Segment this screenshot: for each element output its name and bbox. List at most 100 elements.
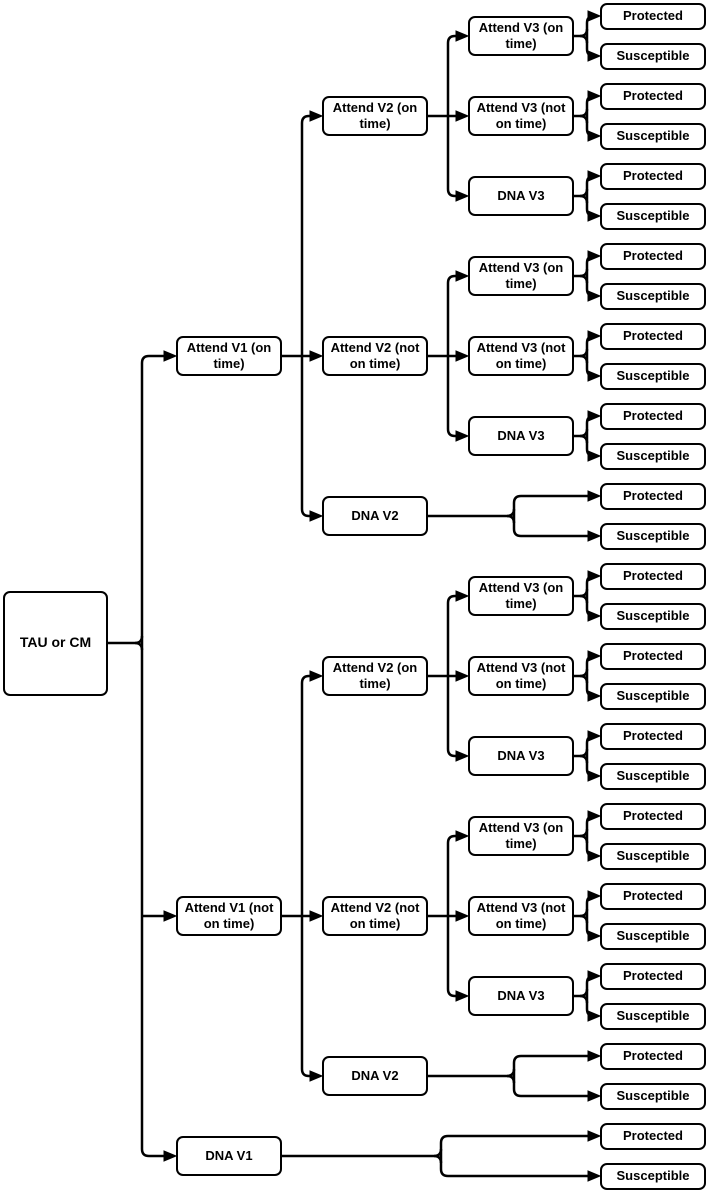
arrowhead-icon	[587, 530, 602, 542]
connector-line	[512, 1054, 522, 1098]
leaf-protected: Protected	[600, 242, 706, 270]
leaf-protected: Protected	[600, 482, 706, 510]
node-attend-v3-not-on-time: Attend V3 (not on time)	[468, 336, 574, 376]
arrowhead-icon	[587, 210, 602, 222]
connector-line	[585, 734, 595, 778]
connector-line	[585, 174, 595, 218]
node-attend-v3-not-on-time: Attend V3 (not on time)	[468, 896, 574, 936]
connector-line	[585, 414, 595, 458]
leaf-susceptible: Susceptible	[600, 1162, 706, 1190]
connector-line	[300, 114, 310, 518]
leaf-protected: Protected	[600, 722, 706, 750]
node-attend-v1-on-time: Attend V1 (on time)	[176, 336, 282, 376]
arrowhead-icon	[587, 130, 602, 142]
leaf-protected: Protected	[600, 882, 706, 910]
arrowhead-icon	[587, 610, 602, 622]
connector-line	[140, 354, 150, 1158]
arrowhead-icon	[309, 670, 324, 682]
arrowhead-icon	[163, 350, 178, 362]
connector-line	[428, 508, 516, 518]
node-attend-v2-on-time: Attend V2 (on time)	[322, 656, 428, 696]
node-attend-v3-on-time: Attend V3 (on time)	[468, 16, 574, 56]
arrowhead-icon	[309, 910, 324, 922]
leaf-susceptible: Susceptible	[600, 762, 706, 790]
node-attend-v3-not-on-time: Attend V3 (not on time)	[468, 656, 574, 696]
leaf-susceptible: Susceptible	[600, 202, 706, 230]
arrowhead-icon	[587, 330, 602, 342]
arrowhead-icon	[309, 1070, 324, 1082]
leaf-susceptible: Susceptible	[600, 282, 706, 310]
arrowhead-icon	[309, 510, 324, 522]
leaf-protected: Protected	[600, 1122, 706, 1150]
arrowhead-icon	[455, 350, 470, 362]
connector-line	[446, 34, 456, 198]
connector-line	[446, 274, 456, 438]
leaf-susceptible: Susceptible	[600, 1002, 706, 1030]
node-attend-v1-not-on-time: Attend V1 (not on time)	[176, 896, 282, 936]
leaf-protected: Protected	[600, 322, 706, 350]
connector-line	[585, 574, 595, 618]
leaf-susceptible: Susceptible	[600, 602, 706, 630]
arrowhead-icon	[587, 930, 602, 942]
node-attend-v2-on-time: Attend V2 (on time)	[322, 96, 428, 136]
arrowhead-icon	[587, 490, 602, 502]
arrowhead-icon	[587, 570, 602, 582]
arrowhead-icon	[163, 910, 178, 922]
arrowhead-icon	[455, 990, 470, 1002]
arrowhead-icon	[455, 270, 470, 282]
arrowhead-icon	[587, 1050, 602, 1062]
leaf-susceptible: Susceptible	[600, 1082, 706, 1110]
node-attend-v3-on-time: Attend V3 (on time)	[468, 576, 574, 616]
arrowhead-icon	[587, 810, 602, 822]
arrowhead-icon	[455, 590, 470, 602]
arrowhead-icon	[455, 910, 470, 922]
arrowhead-icon	[587, 1010, 602, 1022]
arrowhead-icon	[455, 830, 470, 842]
leaf-susceptible: Susceptible	[600, 362, 706, 390]
arrowhead-icon	[587, 410, 602, 422]
node-tau-or-cm: TAU or CM	[3, 590, 108, 696]
arrowhead-icon	[587, 890, 602, 902]
node-dna-v1: DNA V1	[176, 1136, 282, 1176]
node-dna-v3: DNA V3	[468, 976, 574, 1016]
arrowhead-icon	[587, 170, 602, 182]
connector-line	[585, 814, 595, 858]
leaf-susceptible: Susceptible	[600, 842, 706, 870]
leaf-protected: Protected	[600, 962, 706, 990]
arrowhead-icon	[455, 670, 470, 682]
arrowhead-icon	[309, 350, 324, 362]
connector-line	[585, 894, 595, 938]
connector-line	[446, 594, 456, 758]
leaf-protected: Protected	[600, 162, 706, 190]
arrowhead-icon	[587, 1130, 602, 1142]
node-attend-v2-not-on-time: Attend V2 (not on time)	[322, 336, 428, 376]
arrowhead-icon	[455, 30, 470, 42]
leaf-susceptible: Susceptible	[600, 682, 706, 710]
arrowhead-icon	[587, 650, 602, 662]
connector-line	[282, 1148, 443, 1158]
node-attend-v3-on-time: Attend V3 (on time)	[468, 256, 574, 296]
node-dna-v2: DNA V2	[322, 1056, 428, 1096]
leaf-susceptible: Susceptible	[600, 122, 706, 150]
arrowhead-icon	[309, 110, 324, 122]
leaf-susceptible: Susceptible	[600, 522, 706, 550]
node-attend-v2-not-on-time: Attend V2 (not on time)	[322, 896, 428, 936]
arrowhead-icon	[587, 770, 602, 782]
arrowhead-icon	[455, 750, 470, 762]
arrowhead-icon	[455, 190, 470, 202]
connector-line	[512, 494, 522, 538]
arrowhead-icon	[587, 690, 602, 702]
node-attend-v3-on-time: Attend V3 (on time)	[468, 816, 574, 856]
connector-line	[300, 674, 310, 1078]
arrowhead-icon	[587, 730, 602, 742]
node-dna-v2: DNA V2	[322, 496, 428, 536]
node-dna-v3: DNA V3	[468, 416, 574, 456]
connector-line	[585, 14, 595, 58]
arrowhead-icon	[587, 970, 602, 982]
arrowhead-icon	[587, 850, 602, 862]
node-dna-v3: DNA V3	[468, 736, 574, 776]
connector-line	[585, 654, 595, 698]
leaf-protected: Protected	[600, 642, 706, 670]
connector-line	[585, 254, 595, 298]
